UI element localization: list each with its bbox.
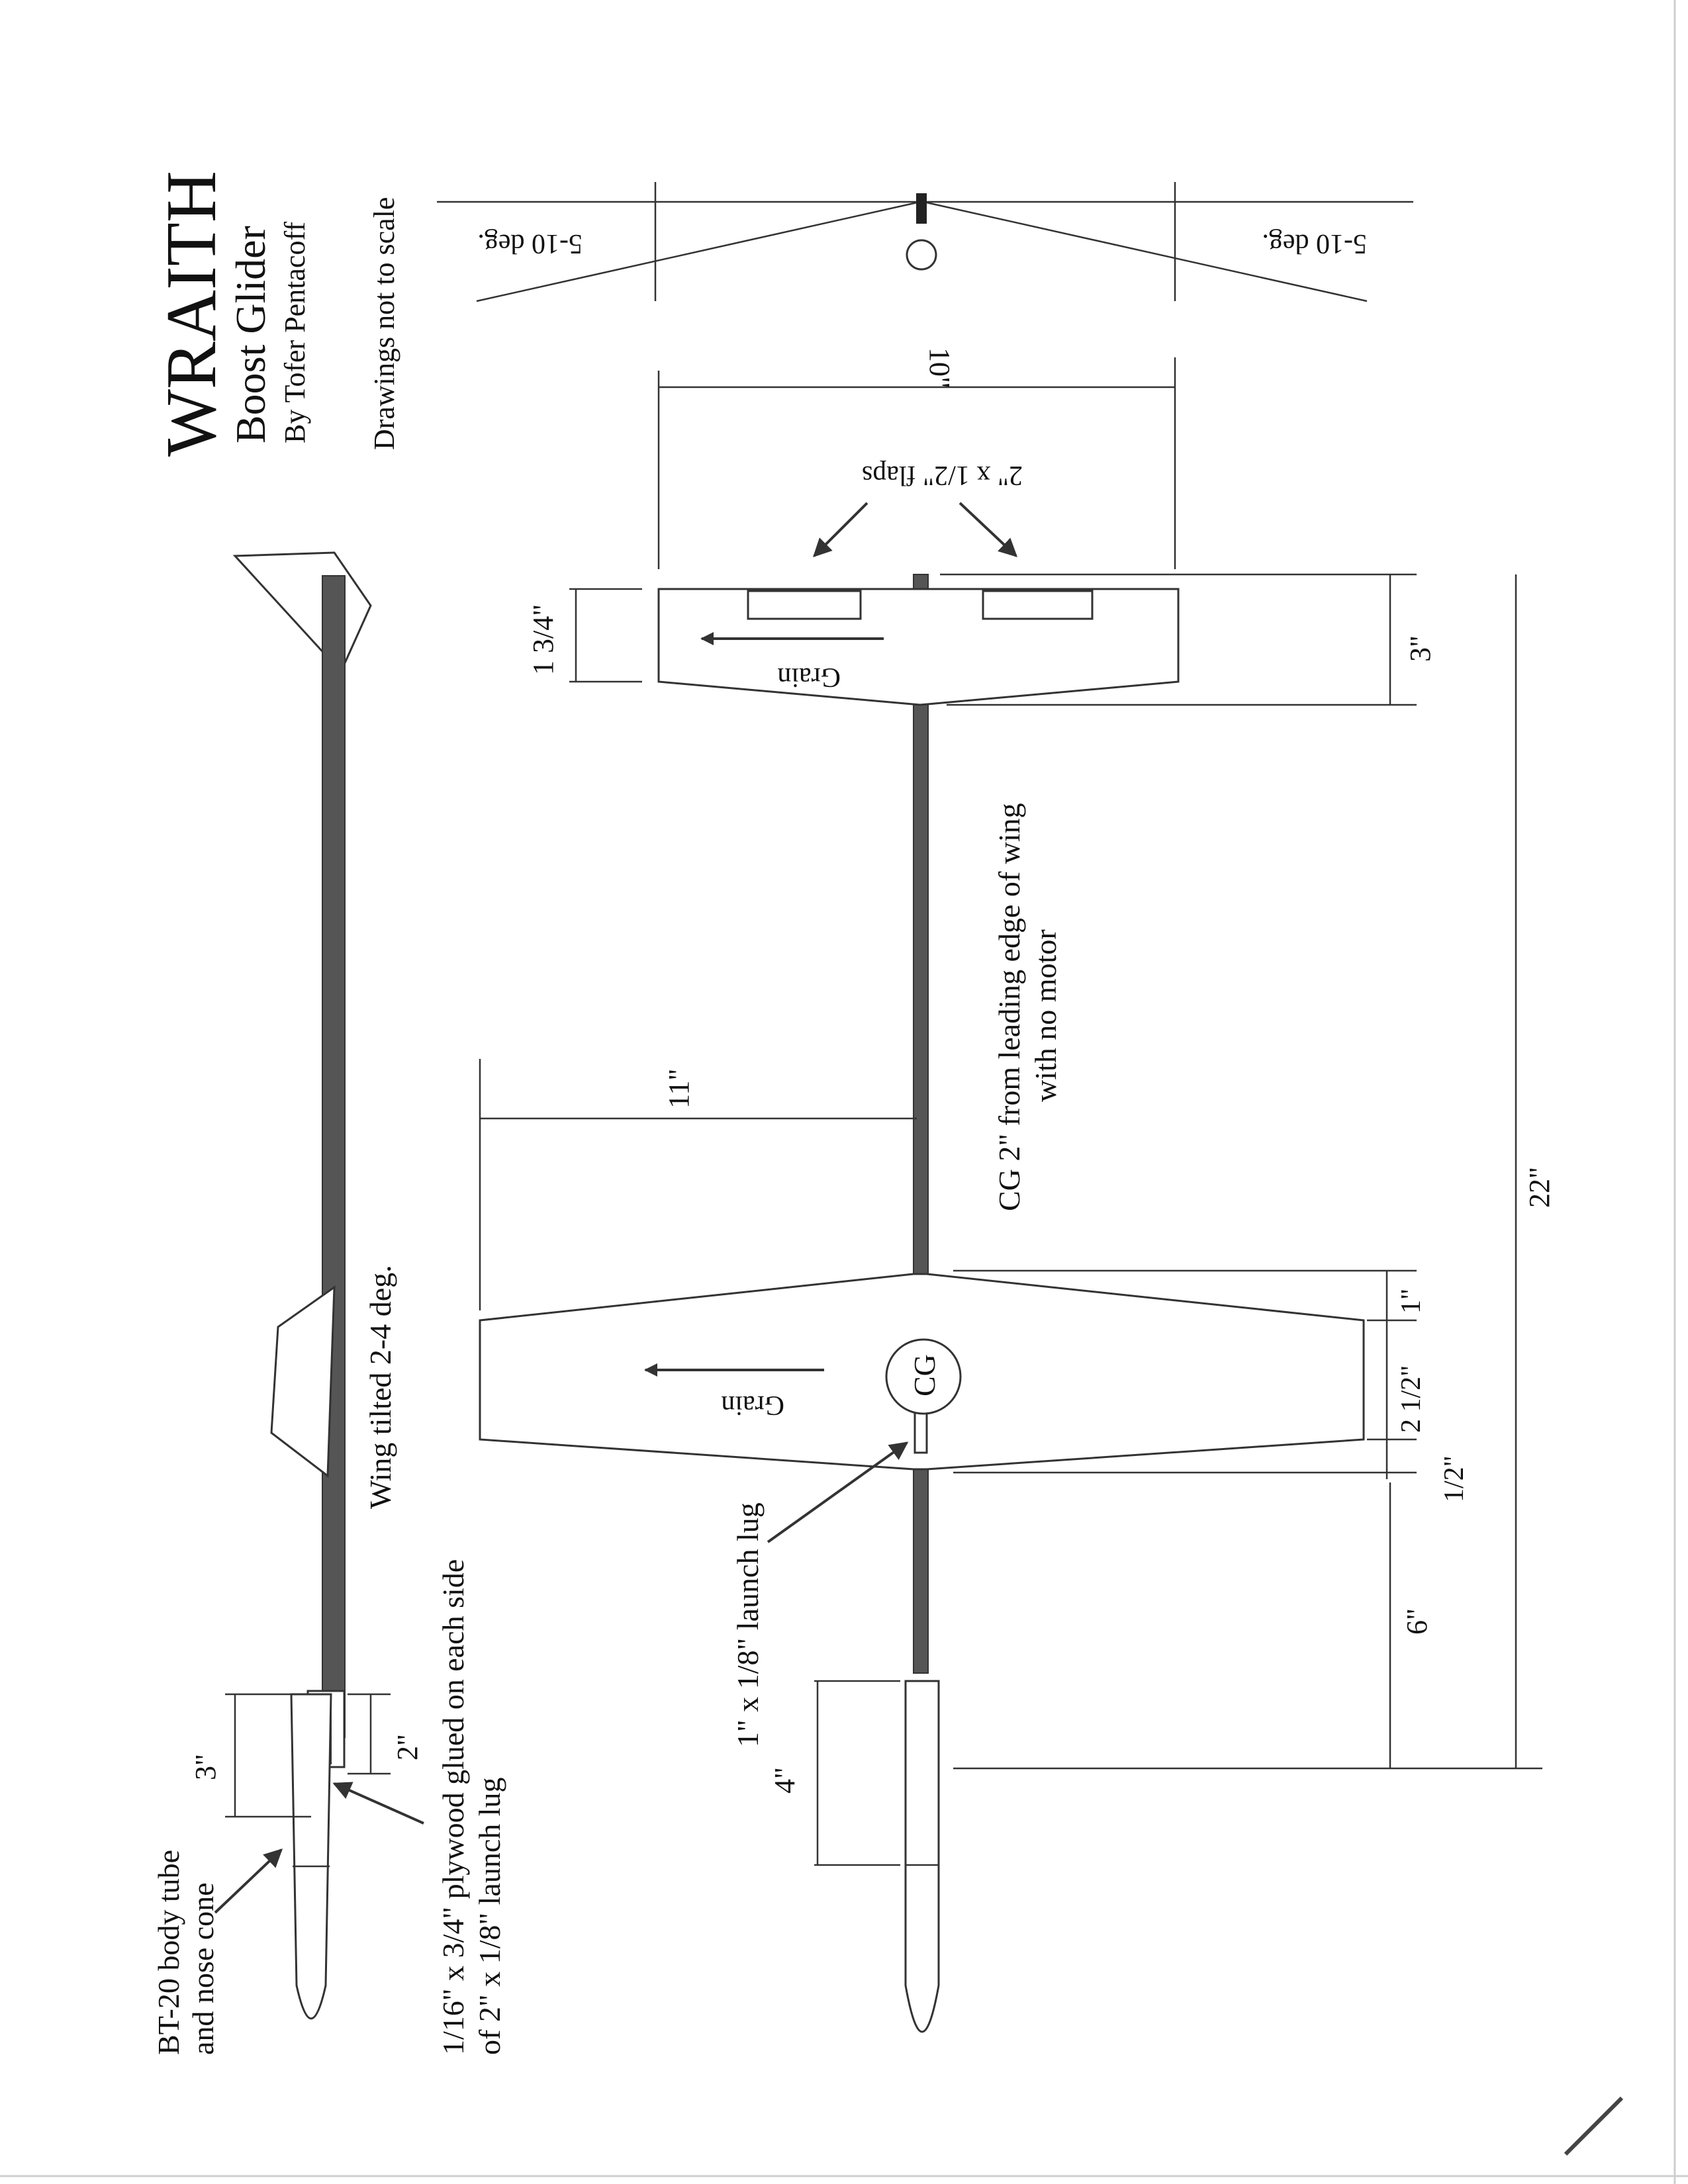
wing-chord-label: 2 1/2" (1396, 1365, 1427, 1433)
dihedral-wing-right (923, 201, 1368, 302)
side-body-tube (290, 1693, 332, 2020)
top-boom (913, 574, 929, 1674)
tail-grain-label: Grain (777, 662, 841, 692)
tail-flap-right (982, 590, 1094, 620)
wing-grain-label: Grain (721, 1390, 784, 1420)
body-tube-arrow (214, 1848, 283, 1914)
plywood-arrow (332, 1782, 424, 1825)
side-3in-label: 3" (189, 1754, 222, 1780)
paper-clip-mark (1564, 2096, 1624, 2156)
cg-note-2: with no motor (1029, 929, 1062, 1102)
dihedral-right-label: 5-10 deg. (1262, 228, 1367, 259)
total-length-label: 22" (1523, 1167, 1556, 1208)
dihedral-left-label: 5-10 deg. (477, 228, 583, 259)
cg-circle (885, 1338, 962, 1415)
launch-lug-arrow (767, 1441, 909, 1543)
launch-lug-label: 1" x 1/8" launch lug (731, 1502, 765, 1747)
wing-tilt-label: Wing tilted 2-4 deg. (363, 1265, 397, 1509)
tail-root-label: 3" (1404, 635, 1436, 662)
flaps-label: 2" x 1/2" flaps (862, 460, 1023, 490)
side-view: 3" 2" Wing tilted 2-4 deg. 1/16" x 3/4" … (152, 551, 506, 2055)
plywood-note-2: of 2" x 1/8" launch lug (473, 1777, 506, 2055)
scale-note: Drawings not to scale (368, 197, 400, 450)
front-fin-stub (916, 193, 927, 224)
subtitle: Boost Glider (227, 226, 274, 443)
lug-offset-label: 1/2" (1439, 1455, 1470, 1502)
top-pod (904, 1680, 940, 2033)
dihedral-wing-left (476, 201, 921, 302)
side-2in-label: 2" (391, 1734, 424, 1760)
plywood-note-1: 1/16" x 3/4" plywood glued on each side (436, 1559, 470, 2055)
tail-plane (657, 588, 1180, 706)
body-tube-note-1: BT-20 body tube (152, 1850, 185, 2055)
flaps-arrow-left (813, 502, 868, 557)
front-body-circle (906, 239, 937, 271)
flaps-arrow-right (959, 502, 1018, 557)
top-view: Grain 1 3/4" 3" 10" 2" x 1/2" flaps CG 2… (479, 347, 1556, 2033)
side-wing (270, 1285, 336, 1478)
cg-label: CG (908, 1354, 941, 1396)
tail-span-label: 10" (923, 347, 956, 388)
pod-length-label: 4" (769, 1767, 801, 1794)
cg-note-1: CG 2" from leading edge of wing (992, 803, 1026, 1211)
wing-semispan-label: 11" (663, 1069, 695, 1109)
body-tube-note-2: and nose cone (186, 1882, 220, 2055)
tail-chord-label: 1 3/4" (527, 604, 559, 675)
side-fin (232, 551, 372, 674)
tail-flap-left (747, 590, 862, 620)
wing-tip-offset-label: 1" (1396, 1289, 1427, 1314)
author: By Tofer Pentacoff (279, 222, 311, 443)
side-boom (322, 575, 346, 1738)
front-view: 5-10 deg. 5-10 deg. (437, 182, 1413, 302)
title-block: WRAITH Boost Glider By Tofer Pentacoff D… (152, 171, 400, 457)
title: WRAITH (152, 171, 231, 457)
wing-position-label: 6" (1401, 1608, 1433, 1635)
